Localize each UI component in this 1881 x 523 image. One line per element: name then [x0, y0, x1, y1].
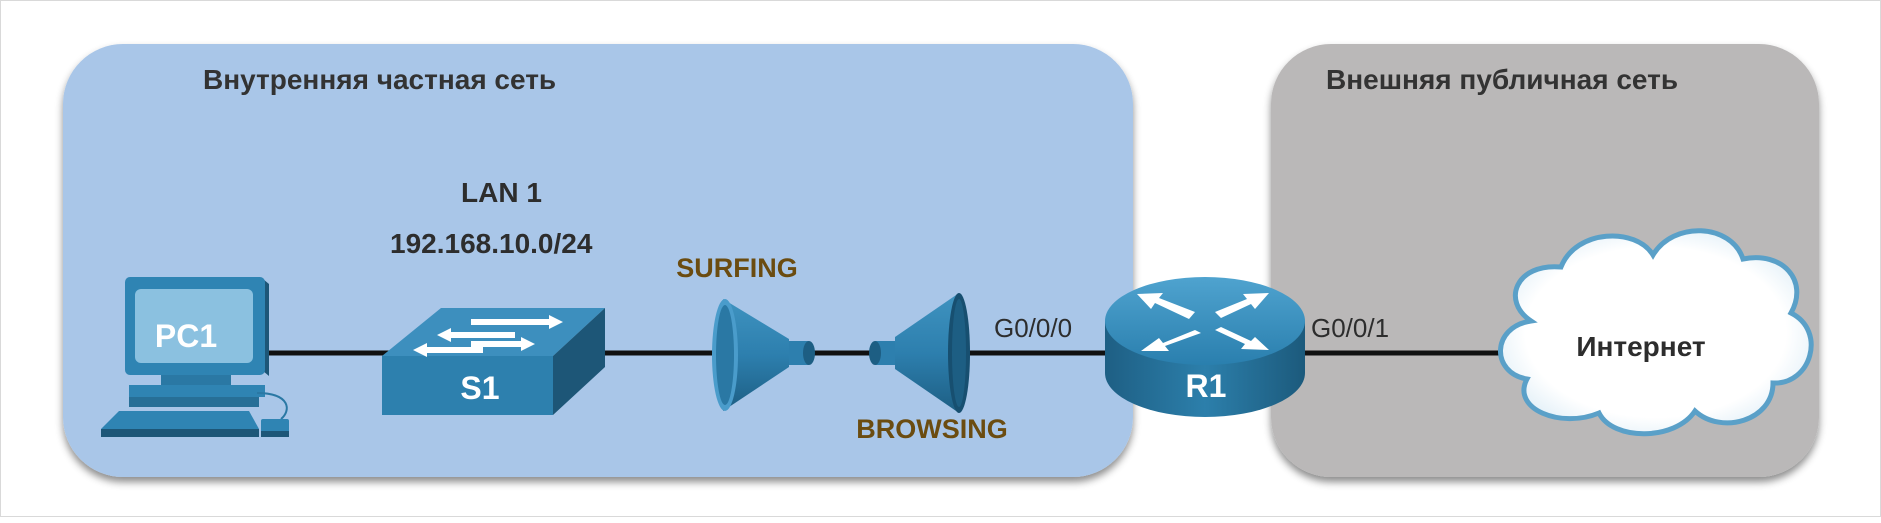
switch-front — [382, 356, 553, 415]
lan-name-label: LAN 1 — [461, 177, 542, 208]
browsing-label: BROWSING — [856, 414, 1008, 444]
switch-side — [553, 308, 605, 415]
pc-keyboard-front — [101, 429, 259, 437]
interface-g0-0-1-label: G0/0/1 — [1311, 313, 1389, 343]
pc-mouse-front — [261, 431, 289, 437]
router-top — [1105, 277, 1305, 365]
private-network-zone — [63, 44, 1133, 477]
internet-cloud-icon[interactable]: Интернет — [1498, 228, 1814, 437]
pc-screen — [135, 289, 253, 363]
pc-mouse-cable — [256, 392, 288, 420]
surfing-horn-icon — [712, 299, 815, 411]
pc-stand — [161, 375, 231, 385]
switch-arrows-icon — [413, 315, 563, 357]
pc-base — [129, 397, 259, 407]
pc1-device[interactable]: PC1 — [101, 277, 289, 437]
internet-label: Интернет — [1576, 331, 1705, 362]
public-zone-title: Внешняя публичная сеть — [1326, 64, 1678, 95]
private-zone-title: Внутренняя частная сеть — [203, 64, 556, 95]
surfing-label: SURFING — [676, 253, 798, 283]
browsing-horn-icon — [869, 293, 970, 413]
pc-base-top — [129, 385, 265, 397]
r1-label: R1 — [1186, 368, 1227, 404]
pc1-label: PC1 — [155, 318, 217, 354]
lan-subnet-label: 192.168.10.0/24 — [390, 228, 593, 259]
router-arrows-icon — [1137, 293, 1269, 351]
pc-mouse — [261, 419, 289, 433]
switch-s1-device[interactable]: S1 — [382, 308, 605, 415]
pc-keyboard — [101, 411, 259, 429]
s1-label: S1 — [460, 370, 499, 406]
cloud-shape — [1498, 228, 1814, 437]
router-r1-device[interactable]: R1 — [1105, 277, 1305, 417]
interface-g0-0-0-label: G0/0/0 — [994, 313, 1072, 343]
